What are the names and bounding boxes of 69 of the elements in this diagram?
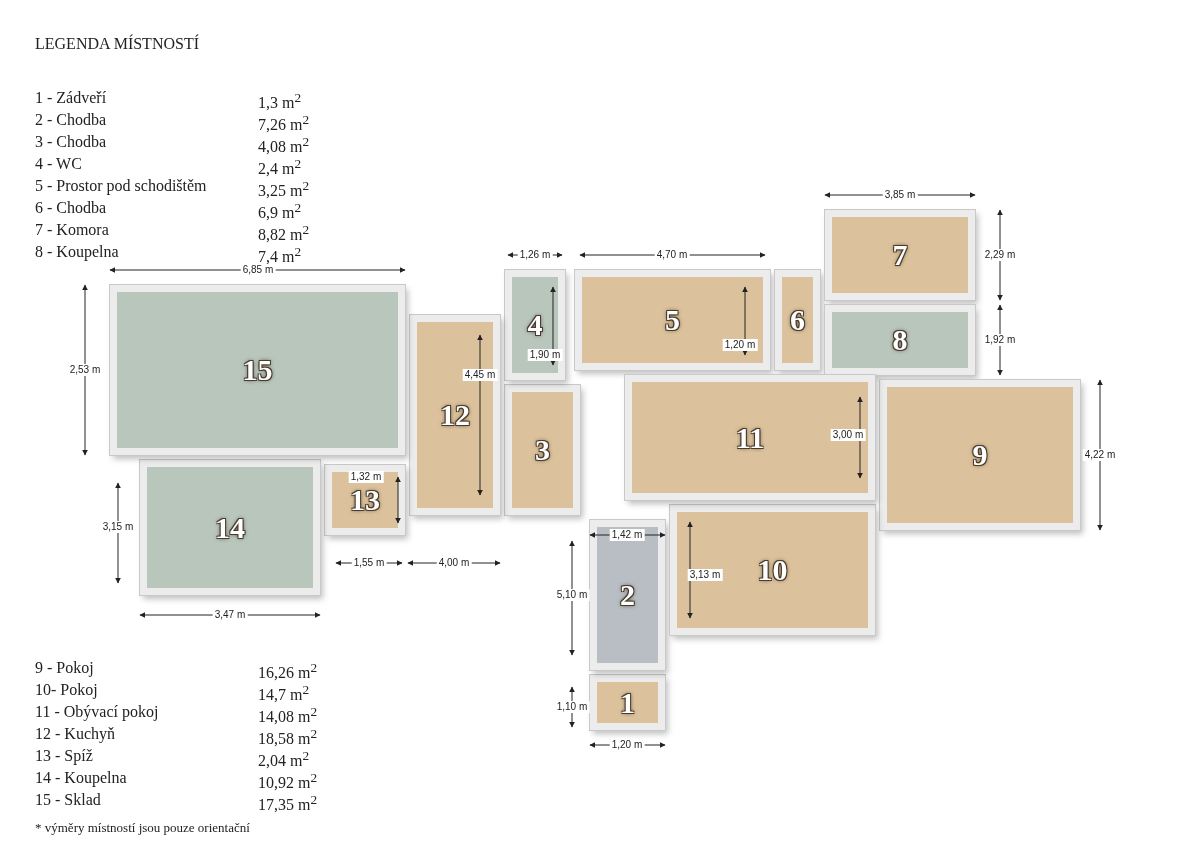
room-number: 2 [620, 580, 635, 610]
dimension-label: 1,42 m [609, 529, 645, 541]
room-name: 1 - Zádveří [35, 88, 107, 108]
room-name: 15 - Sklad [35, 790, 101, 810]
room-floor [625, 375, 875, 500]
room-floor [590, 520, 665, 670]
room-floor [670, 505, 875, 635]
room-floor [880, 380, 1080, 530]
room-number: 6 [790, 305, 805, 335]
dimension-label: 1,20 m [609, 739, 645, 751]
legend-title: LEGENDA MÍSTNOSTÍ [35, 34, 199, 54]
room-name: 4 - WC [35, 154, 82, 174]
dimension-label: 4,00 m [436, 557, 472, 569]
dimension-label: 4,45 m [462, 369, 498, 381]
dimension-label: 1,26 m [517, 249, 553, 261]
room-floor [110, 285, 405, 455]
room-name: 10- Pokoj [35, 680, 98, 700]
dimension-label: 2,53 m [67, 364, 103, 376]
room-name: 3 - Chodba [35, 132, 107, 152]
room-name: 6 - Chodba [35, 198, 107, 218]
room-number: 14 [215, 512, 245, 543]
room-floor [590, 675, 665, 730]
footnote: * výměry místností jsou pouze orientační [35, 819, 250, 837]
dimension-label: 1,10 m [554, 701, 590, 713]
room-floor [825, 210, 975, 300]
room-floor [575, 270, 770, 370]
room-number: 15 [242, 355, 273, 385]
room-name: 13 - Spíž [35, 746, 93, 766]
room-number: 10 [757, 555, 788, 585]
room-floor [505, 385, 580, 515]
room-name: 8 - Koupelna [35, 242, 119, 262]
room-number: 5 [665, 305, 680, 335]
dimension-label: 1,32 m [348, 471, 384, 483]
room-name: 14 - Koupelna [35, 768, 127, 788]
dimension-label: 1,55 m [351, 557, 387, 569]
room-name: 12 - Kuchyň [35, 724, 115, 744]
dimension-label: 4,22 m [1082, 449, 1118, 461]
room-floor [325, 465, 405, 535]
room-number: 3 [535, 435, 550, 465]
dimension-label: 3,85 m [882, 189, 918, 201]
room-floor [505, 270, 565, 380]
room-floor [140, 460, 320, 595]
room-name: 11 - Obývací pokoj [35, 702, 159, 722]
dimension-label: 6,85 m [240, 264, 276, 276]
room-name: 2 - Chodba [35, 110, 107, 130]
room-floor [775, 270, 820, 370]
room-number: 4 [527, 310, 543, 340]
dimension-label: 2,29 m [982, 249, 1018, 261]
room-number: 9 [972, 440, 988, 470]
dimension-label: 1,20 m [722, 339, 758, 351]
dimension-label: 3,15 m [100, 521, 136, 533]
room-number: 13 [350, 485, 380, 515]
dimension-label: 4,70 m [654, 249, 690, 261]
dimension-label: 3,13 m [687, 569, 723, 581]
room-number: 11 [735, 422, 765, 453]
room-name: 7 - Komora [35, 220, 109, 240]
room-floor [825, 305, 975, 375]
room-number: 1 [620, 687, 635, 718]
dimension-label: 1,92 m [982, 334, 1018, 346]
dimension-label: 3,00 m [830, 429, 866, 441]
room-name: 9 - Pokoj [35, 658, 94, 678]
dimension-label: 5,10 m [554, 589, 590, 601]
room-number: 12 [440, 400, 470, 430]
dimension-label: 1,90 m [527, 349, 563, 361]
dimension-label: 3,47 m [212, 609, 248, 621]
room-number: 8 [892, 325, 908, 355]
room-name: 5 - Prostor pod schodištěm [35, 176, 207, 196]
room-number: 7 [892, 240, 908, 270]
room-floor [410, 315, 500, 515]
